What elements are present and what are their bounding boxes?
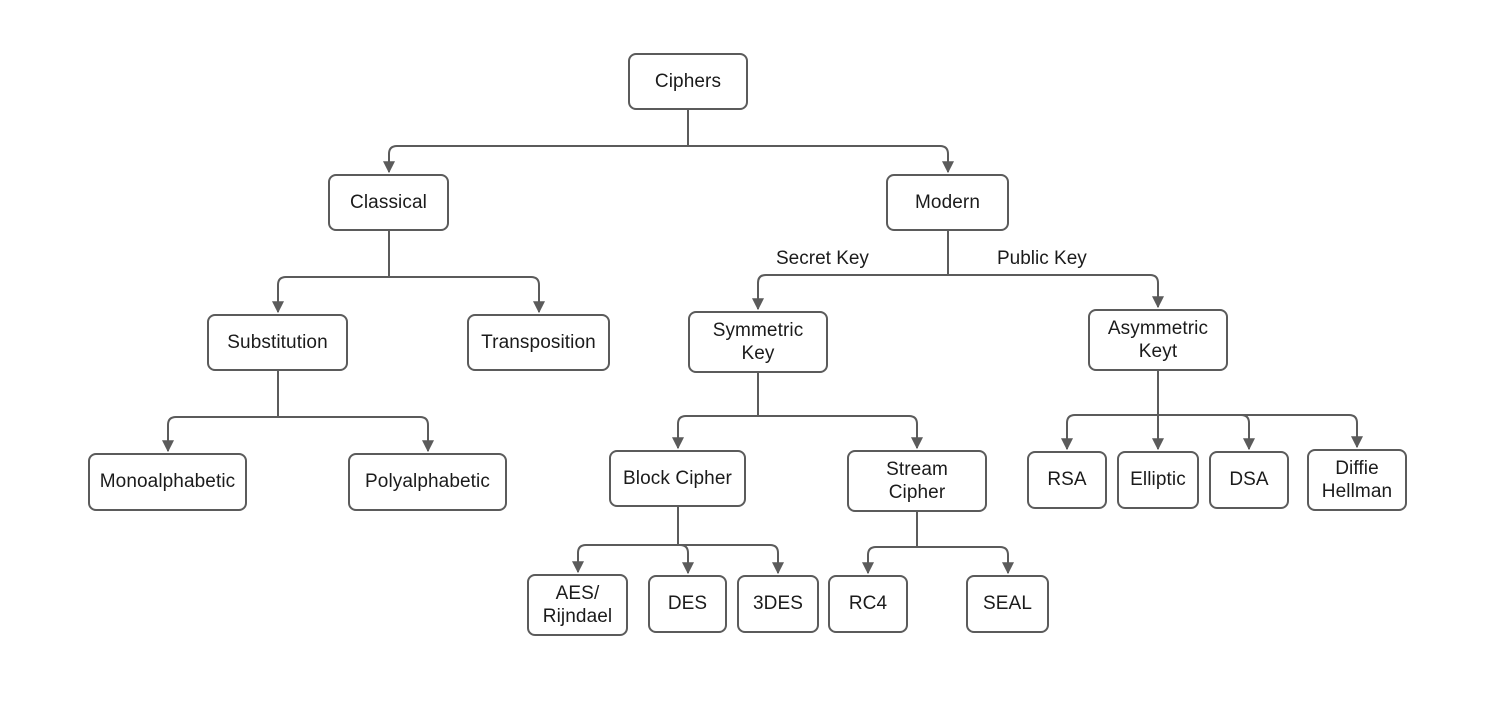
node-monoalphabetic[interactable]: Monoalphabetic — [88, 453, 247, 511]
node-symmetric-key[interactable]: Symmetric Key — [688, 311, 828, 373]
edge-label-public-key: Public Key — [993, 249, 1091, 268]
node-label: Elliptic — [1130, 469, 1186, 491]
node-label: 3DES — [752, 593, 804, 615]
edge-stream-cipher-to-seal — [917, 546, 1014, 575]
node-label: Block Cipher — [623, 467, 732, 489]
node-rc4[interactable]: RC4 — [828, 575, 908, 633]
edge-stream-cipher-to-rc4 — [862, 546, 917, 575]
node-rsa[interactable]: RSA — [1027, 451, 1107, 509]
node-classical[interactable]: Classical — [328, 174, 449, 231]
node-label: Substitution — [227, 331, 328, 353]
node-stream-cipher[interactable]: Stream Cipher — [847, 450, 987, 512]
node-diffie-hellman[interactable]: Diffie Hellman — [1307, 449, 1407, 511]
edge-block-cipher-to-des — [678, 544, 694, 575]
edge-asymmetric-key-to-dsa — [1158, 414, 1255, 451]
edge-symmetric-key-to-stream-cipher — [758, 415, 923, 450]
node-ciphers[interactable]: Ciphers — [628, 53, 748, 110]
edge-symmetric-key-to-block-cipher — [672, 415, 758, 450]
node-label: DSA — [1229, 469, 1269, 491]
edge-classical-to-substitution — [272, 276, 389, 314]
node-label: Asymmetric Keyt — [1107, 317, 1209, 362]
node-aes-rijndael[interactable]: AES/ Rijndael — [527, 574, 628, 636]
edge-asymmetric-key-to-rsa — [1061, 414, 1158, 451]
node-seal[interactable]: SEAL — [966, 575, 1049, 633]
node-label: Transposition — [481, 331, 596, 353]
node-label: Ciphers — [654, 70, 722, 92]
node-label: Symmetric Key — [712, 319, 804, 364]
node-label: Polyalphabetic — [365, 471, 490, 493]
edge-asymmetric-key-to-diffie-hellman — [1158, 414, 1363, 449]
node-label: RSA — [1047, 469, 1087, 491]
edge-modern-to-asymmetric-key — [948, 274, 1164, 309]
node-label: DES — [667, 593, 708, 615]
node-substitution[interactable]: Substitution — [207, 314, 348, 371]
node-label: SEAL — [983, 593, 1032, 615]
node-label: AES/ Rijndael — [542, 582, 613, 627]
node-label: Stream Cipher — [886, 458, 948, 503]
node-polyalphabetic[interactable]: Polyalphabetic — [348, 453, 507, 511]
node-3des[interactable]: 3DES — [737, 575, 819, 633]
edge-ciphers-to-modern — [688, 145, 954, 174]
node-modern[interactable]: Modern — [886, 174, 1009, 231]
edge-substitution-to-polyalphabetic — [278, 416, 434, 453]
node-elliptic[interactable]: Elliptic — [1117, 451, 1199, 509]
edge-label-secret-key: Secret Key — [772, 249, 873, 268]
node-label: Classical — [350, 191, 427, 213]
node-label: Diffie Hellman — [1321, 457, 1393, 502]
edge-ciphers-to-classical — [383, 145, 688, 174]
edge-block-cipher-to-aes-rijndael — [572, 544, 678, 574]
edge-block-cipher-to-3des — [678, 544, 784, 575]
node-block-cipher[interactable]: Block Cipher — [609, 450, 746, 507]
node-label: Monoalphabetic — [99, 471, 236, 493]
edge-classical-to-transposition — [389, 276, 545, 314]
node-label: Modern — [914, 191, 981, 213]
node-transposition[interactable]: Transposition — [467, 314, 610, 371]
node-label: RC4 — [848, 593, 888, 615]
node-asymmetric-key[interactable]: Asymmetric Keyt — [1088, 309, 1228, 371]
edge-modern-to-symmetric-key — [752, 274, 948, 311]
node-dsa[interactable]: DSA — [1209, 451, 1289, 509]
node-des[interactable]: DES — [648, 575, 727, 633]
edge-substitution-to-monoalphabetic — [162, 416, 278, 453]
